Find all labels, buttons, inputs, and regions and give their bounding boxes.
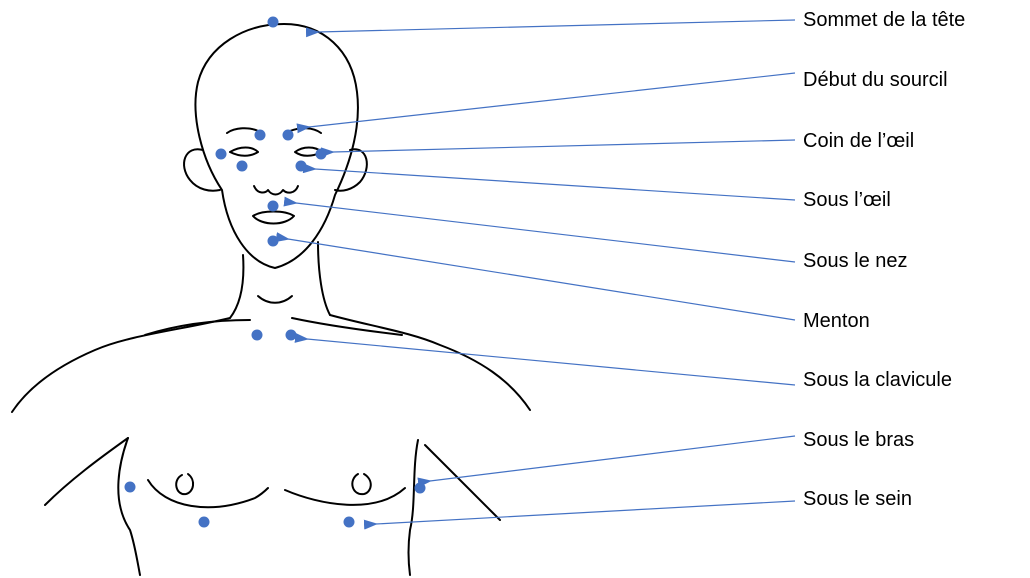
points [125, 17, 426, 528]
nose [254, 186, 298, 195]
arrow-coin-oeil [333, 140, 795, 152]
arrow-sous-oeil [315, 169, 795, 200]
body-outline [12, 24, 530, 575]
label-debut-sourcil: Début du sourcil [803, 68, 948, 92]
label-sous-oeil: Sous l’œil [803, 188, 891, 212]
head-outline [195, 24, 357, 268]
point-bras-right [415, 483, 426, 494]
mouth [253, 212, 294, 224]
left-nipple [176, 474, 193, 494]
arrow-sous-nez [296, 203, 795, 262]
point-sommet [268, 17, 279, 28]
point-clavicule-left [252, 330, 263, 341]
label-sous-sein: Sous le sein [803, 487, 912, 511]
label-sous-nez: Sous le nez [803, 249, 908, 273]
point-sous-nez [268, 201, 279, 212]
right-nipple [352, 474, 370, 494]
arrow-menton [288, 239, 795, 320]
point-coin-oeil-right [316, 149, 327, 160]
arrow-bras [430, 436, 795, 481]
label-sommet-tete: Sommet de la tête [803, 8, 965, 32]
right-pectoral [285, 488, 405, 505]
arrows [288, 20, 795, 524]
point-sein-right [344, 517, 355, 528]
arrow-sourcil [309, 73, 795, 127]
left-eye [230, 148, 258, 156]
left-eyebrow [227, 128, 258, 133]
right-arm-inner [425, 445, 500, 520]
point-sous-oeil-right [296, 161, 307, 172]
left-ear [184, 149, 220, 190]
point-sous-oeil-left [237, 161, 248, 172]
left-shoulder [12, 318, 230, 412]
right-collarbone [292, 318, 402, 335]
right-torso [409, 440, 419, 575]
point-sourcil-left [255, 130, 266, 141]
point-sein-left [199, 517, 210, 528]
arrow-clavicule [307, 339, 795, 385]
neck-left [230, 255, 243, 318]
arrow-sommet [318, 20, 795, 32]
label-sous-clavicule: Sous la clavicule [803, 368, 952, 392]
point-bras-left [125, 482, 136, 493]
point-clavicule-right [286, 330, 297, 341]
point-sourcil-right [283, 130, 294, 141]
left-arm-inner [45, 438, 128, 505]
left-torso [118, 438, 140, 575]
point-menton [268, 236, 279, 247]
label-menton: Menton [803, 309, 870, 333]
arrow-sein [376, 501, 795, 524]
point-coin-oeil-left [216, 149, 227, 160]
right-eyebrow [290, 128, 321, 133]
neck-right [318, 242, 330, 315]
left-pectoral [148, 480, 268, 507]
label-coin-oeil: Coin de l’œil [803, 129, 914, 153]
adams-apple [258, 296, 292, 303]
label-sous-bras: Sous le bras [803, 428, 914, 452]
